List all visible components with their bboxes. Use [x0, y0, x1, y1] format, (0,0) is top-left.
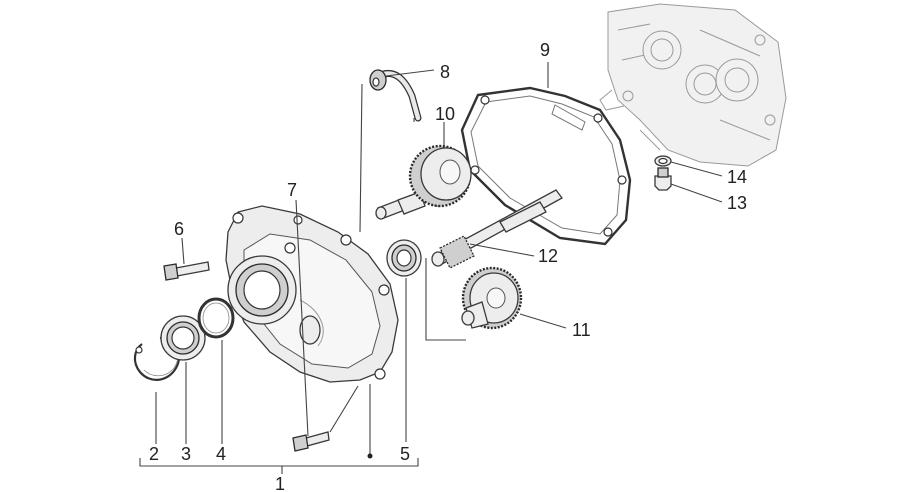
label-part-13: 13: [727, 193, 747, 213]
label-part-4: 4: [216, 444, 226, 464]
part-5-bearing: [386, 239, 422, 277]
label-part-2: 2: [149, 444, 159, 464]
part-14-washer: [654, 155, 672, 167]
part-7-bolt: [292, 431, 330, 452]
part-number-labels: 1 2 3 4 5 6 7 8 9 10 11 12 13 14: [149, 40, 747, 492]
part-3-oil-seal: [160, 315, 206, 361]
part-13-drain-plug: [654, 167, 672, 191]
part-8-breather-tube: [369, 69, 422, 122]
label-part-3: 3: [181, 444, 191, 464]
label-part-7: 7: [287, 180, 297, 200]
part-10-gear-shaft: [375, 144, 472, 220]
part-1-transmission-cover: [225, 205, 399, 383]
part-11-gear: [461, 266, 523, 330]
label-part-1: 1: [275, 474, 285, 492]
label-part-14: 14: [727, 167, 747, 187]
label-part-6: 6: [174, 219, 184, 239]
label-part-9: 9: [540, 40, 550, 60]
part-12-pinion-shaft: [431, 189, 563, 269]
part-6-bolt: [163, 261, 210, 281]
label-part-5: 5: [400, 444, 410, 464]
part-4-o-ring: [197, 297, 235, 339]
label-part-12: 12: [538, 246, 558, 266]
label-part-8: 8: [440, 62, 450, 82]
leader-lines: [139, 62, 723, 474]
label-part-11: 11: [572, 320, 591, 340]
gearbox-housing: [599, 3, 787, 167]
part-9-gasket: [460, 86, 632, 246]
label-part-10: 10: [435, 104, 455, 124]
